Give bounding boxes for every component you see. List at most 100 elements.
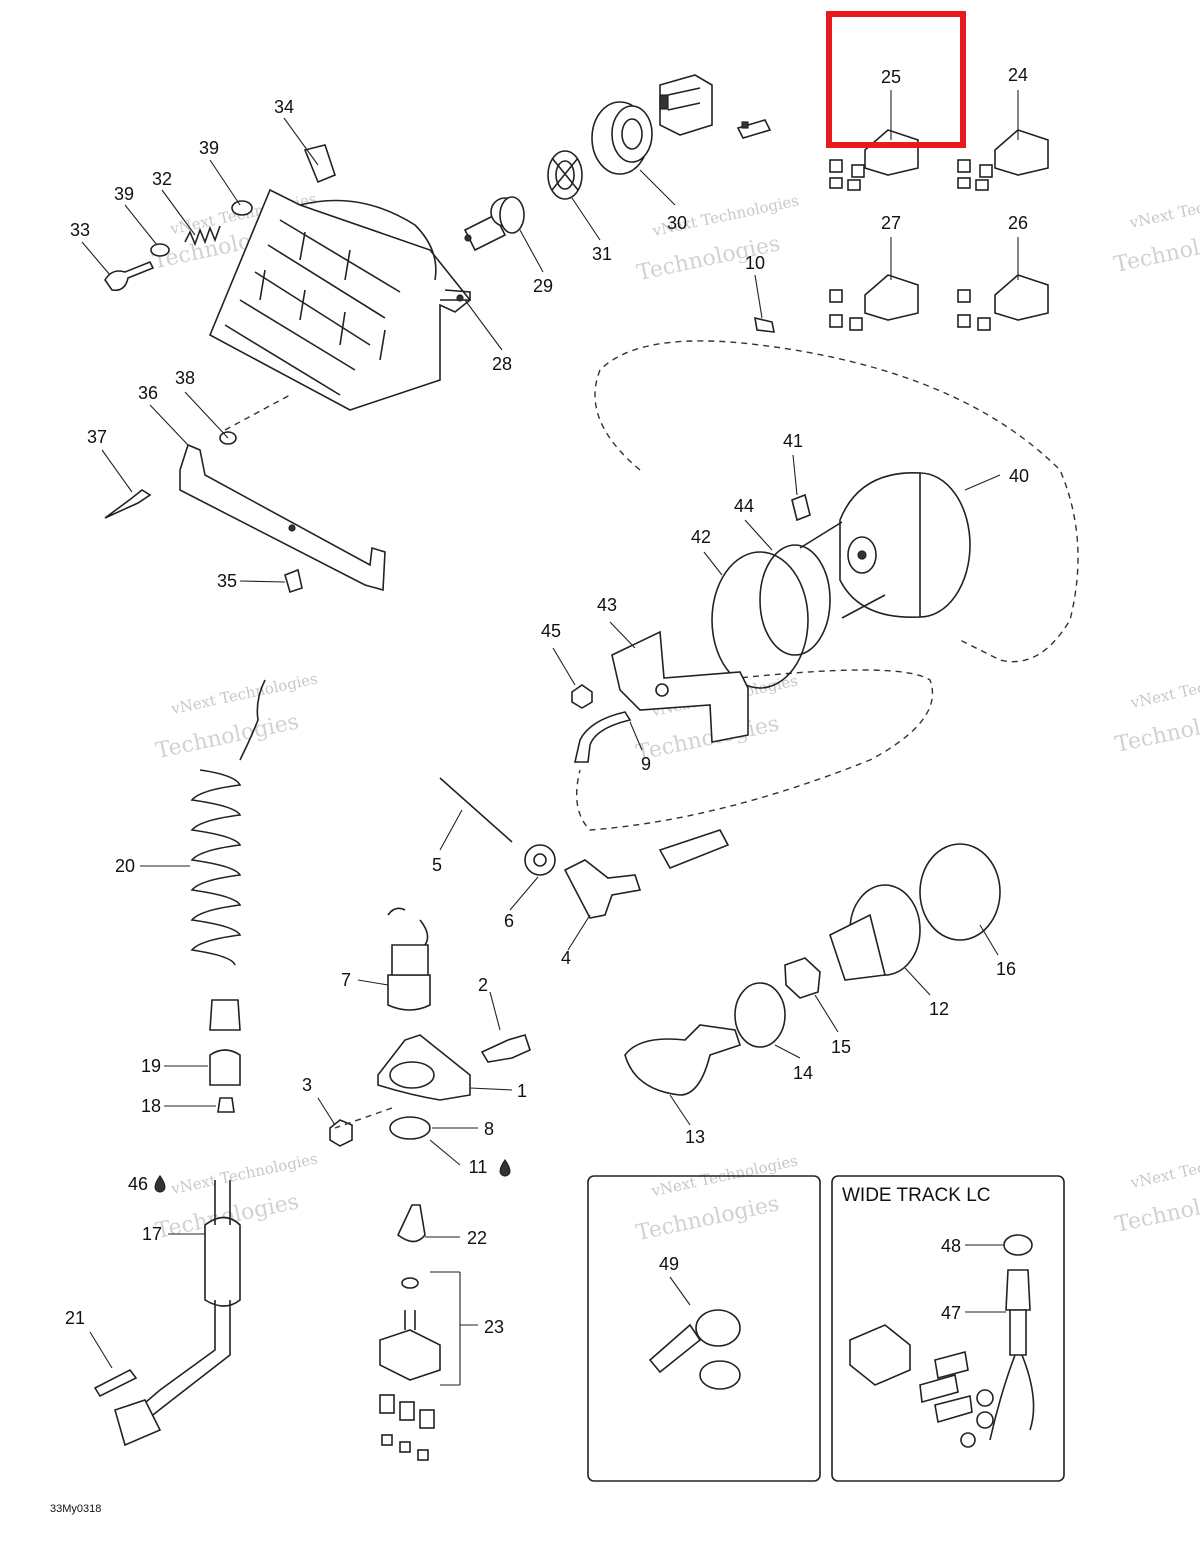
callout-34: 34	[274, 97, 294, 117]
inset-box-wide-track	[831, 1175, 1065, 1482]
callout-15: 15	[831, 1037, 851, 1057]
switch-25	[829, 129, 919, 191]
sensor-tube	[573, 711, 632, 763]
watermark-text: Technologies	[1113, 1183, 1200, 1238]
callout-10: 10	[745, 253, 765, 273]
toggle-switch	[379, 1277, 441, 1461]
nut	[329, 1119, 353, 1147]
watermark-text: vNext Technologies	[169, 669, 319, 718]
gauge-outline-dashed	[594, 340, 1079, 663]
callout-24: 24	[1008, 65, 1028, 85]
leader-lines	[81, 90, 1019, 1386]
clip	[303, 144, 336, 184]
watermark-text: Technologies	[154, 709, 302, 764]
watermark-text: vNext Technologies	[1128, 663, 1200, 712]
callout-45: 45	[541, 621, 561, 641]
headlight-assembly	[208, 188, 472, 411]
callout-17: 17	[142, 1224, 162, 1244]
watermark-text: Technologies	[634, 711, 782, 766]
screw	[104, 260, 155, 292]
callout-27: 27	[881, 213, 901, 233]
callout-36: 36	[138, 383, 158, 403]
callout-30: 30	[667, 213, 687, 233]
switch-24	[957, 129, 1049, 191]
switch-cover	[919, 843, 1001, 941]
callout-38: 38	[175, 368, 195, 388]
callout-9: 9	[641, 754, 651, 774]
cap	[209, 1049, 241, 1086]
nut	[284, 568, 303, 594]
callout-33: 33	[70, 220, 90, 240]
callout-49: 49	[659, 1254, 679, 1274]
callout-39-lower: 39	[114, 184, 134, 204]
small-bulb	[754, 316, 776, 333]
callout-40: 40	[1009, 466, 1029, 486]
nut	[571, 684, 593, 709]
callout-26: 26	[1008, 213, 1028, 233]
cable-outline-dashed	[575, 669, 934, 831]
callout-18: 18	[141, 1096, 161, 1116]
callout-11: 11	[469, 1157, 488, 1177]
callout-2: 2	[478, 975, 488, 995]
callout-31: 31	[592, 244, 612, 264]
callout-labels: 1 2 3 4 5 6 7 8 9 10 11 12 13 14 15 16 1…	[65, 65, 1029, 1337]
callout-23: 23	[484, 1317, 504, 1337]
toggle-knob	[397, 1204, 426, 1243]
pin	[439, 777, 513, 843]
callout-25: 25	[881, 67, 901, 87]
watermark-text: vNext Technologies	[169, 1149, 319, 1198]
lubricant-drop-icon	[154, 1174, 166, 1193]
callout-47: 47	[941, 1303, 961, 1323]
lubricant-drop-icon	[499, 1158, 511, 1177]
ignition-switch	[829, 884, 921, 981]
watermark-text: Technologies	[1112, 223, 1200, 278]
ignition-key-49	[648, 1309, 741, 1390]
callout-4: 4	[561, 948, 571, 968]
callout-19: 19	[141, 1056, 161, 1076]
solenoid-bracket	[377, 1034, 471, 1101]
switch-27	[829, 274, 919, 331]
watermark-text: vNext Technologies	[1128, 1143, 1200, 1192]
connector-housing	[659, 74, 713, 136]
lock-cylinder	[734, 982, 786, 1048]
callout-48: 48	[941, 1236, 961, 1256]
fitting	[563, 859, 642, 919]
callout-8: 8	[484, 1119, 494, 1139]
connector-47	[849, 1324, 994, 1448]
sensor-47	[989, 1269, 1035, 1441]
callout-16: 16	[996, 959, 1016, 979]
callout-20: 20	[115, 856, 135, 876]
harness	[93, 1180, 241, 1447]
bulb	[463, 196, 525, 252]
inset-box-49	[587, 1175, 821, 1482]
callout-14: 14	[793, 1063, 813, 1083]
retaining-ring	[547, 150, 583, 200]
callout-35: 35	[217, 571, 237, 591]
callout-46: 46	[128, 1174, 148, 1194]
callout-42: 42	[691, 527, 711, 547]
watermark-text: Technologies	[634, 1191, 782, 1246]
washer	[231, 200, 253, 216]
washer	[150, 243, 170, 257]
callout-6: 6	[504, 911, 514, 931]
key	[624, 1024, 742, 1096]
callout-37: 37	[87, 427, 107, 447]
grommet	[1003, 1234, 1033, 1256]
gauge-gasket	[711, 551, 809, 689]
callout-32: 32	[152, 169, 172, 189]
gauge-body	[799, 472, 971, 619]
callout-12: 12	[929, 999, 949, 1019]
lock-nut	[784, 957, 821, 999]
callout-39-upper: 39	[199, 138, 219, 158]
diagram-code: 33My0318	[50, 1503, 101, 1515]
highlight-box	[826, 11, 966, 148]
callout-7: 7	[341, 970, 351, 990]
callout-13: 13	[685, 1127, 705, 1147]
switch-26	[957, 274, 1049, 331]
inset-title: WIDE TRACK LC	[842, 1185, 991, 1206]
callout-22: 22	[467, 1228, 487, 1248]
socket-cap	[591, 101, 653, 175]
sending-unit	[658, 829, 730, 870]
rivet	[104, 489, 152, 519]
spring	[184, 225, 221, 247]
